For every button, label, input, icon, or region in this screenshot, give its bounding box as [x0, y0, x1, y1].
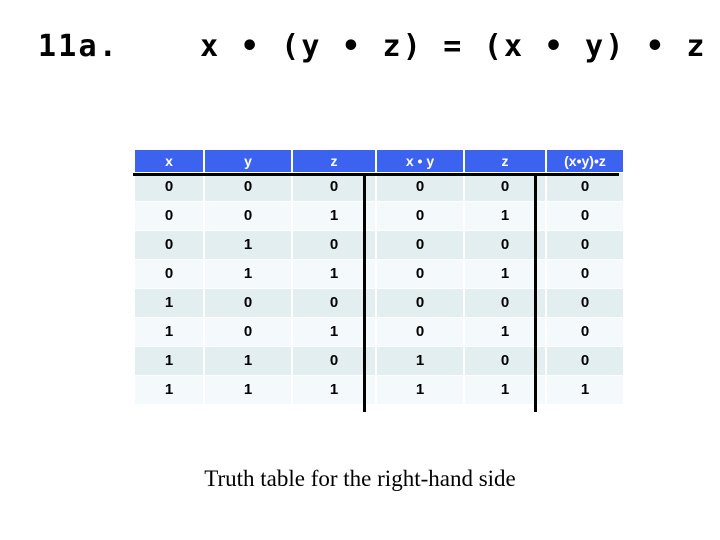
table-row: 0 1 1 0 1 0: [135, 260, 623, 288]
column-header-x-and-y: x • y: [377, 150, 463, 172]
table-cell: 1: [465, 202, 545, 230]
table-cell: 1: [465, 318, 545, 346]
table-cell: 0: [135, 231, 203, 259]
table-cell: 0: [547, 173, 623, 201]
column-header-xy-and-z: (x•y)•z: [547, 150, 623, 172]
table-cell: 0: [293, 173, 375, 201]
table-cell: 1: [135, 318, 203, 346]
table-cell: 0: [465, 231, 545, 259]
table-cell: 0: [377, 231, 463, 259]
table-cell: 0: [547, 202, 623, 230]
table-row: 1 0 1 0 1 0: [135, 318, 623, 346]
slide-title: 11a. x • (y • z) = (x • y) • z: [38, 29, 707, 64]
table-cell: 1: [205, 347, 291, 375]
table-cell: 0: [205, 318, 291, 346]
table-row: 1 1 0 1 0 0: [135, 347, 623, 375]
table-cell: 1: [293, 260, 375, 288]
table-cell: 1: [205, 260, 291, 288]
truth-table-grid: x y z x • y z (x•y)•z 0 0 0 0 0 0 0 0 1 …: [133, 149, 625, 405]
column-header-x: x: [135, 150, 203, 172]
table-cell: 0: [205, 289, 291, 317]
table-cell: 1: [205, 231, 291, 259]
table-cell: 1: [377, 347, 463, 375]
table-cell: 1: [135, 289, 203, 317]
column-separator-rule-2: [534, 176, 537, 412]
table-cell: 0: [293, 347, 375, 375]
table-row: 0 0 1 0 1 0: [135, 202, 623, 230]
table-row: 0 1 0 0 0 0: [135, 231, 623, 259]
table-cell: 1: [377, 376, 463, 404]
table-cell: 0: [377, 260, 463, 288]
truth-table-body: 0 0 0 0 0 0 0 0 1 0 1 0 0 1 0 0 0 0: [135, 173, 623, 404]
column-header-z: z: [293, 150, 375, 172]
table-cell: 1: [293, 376, 375, 404]
table-row: 1 1 1 1 1 1: [135, 376, 623, 404]
table-cell: 0: [377, 173, 463, 201]
table-cell: 0: [377, 202, 463, 230]
truth-table: x y z x • y z (x•y)•z 0 0 0 0 0 0 0 0 1 …: [133, 149, 623, 405]
table-row: 1 0 0 0 0 0: [135, 289, 623, 317]
table-cell: 1: [135, 347, 203, 375]
column-separator-rule-1: [363, 176, 366, 412]
table-cell: 0: [547, 289, 623, 317]
table-cell: 1: [465, 376, 545, 404]
table-cell: 0: [205, 173, 291, 201]
table-cell: 0: [547, 318, 623, 346]
table-row: 0 0 0 0 0 0: [135, 173, 623, 201]
table-cell: 0: [547, 231, 623, 259]
table-cell: 1: [205, 376, 291, 404]
table-cell: 0: [547, 260, 623, 288]
table-cell: 0: [377, 289, 463, 317]
table-cell: 1: [293, 202, 375, 230]
header-underline-rule: [133, 173, 619, 176]
table-cell: 0: [465, 347, 545, 375]
table-cell: 0: [205, 202, 291, 230]
column-header-y: y: [205, 150, 291, 172]
column-header-z-2: z: [465, 150, 545, 172]
table-cell: 1: [293, 318, 375, 346]
table-cell: 0: [547, 347, 623, 375]
table-cell: 1: [465, 260, 545, 288]
truth-table-head: x y z x • y z (x•y)•z: [135, 150, 623, 172]
table-cell: 0: [135, 260, 203, 288]
table-cell: 0: [135, 173, 203, 201]
table-caption: Truth table for the right-hand side: [204, 466, 516, 491]
table-cell: 1: [547, 376, 623, 404]
table-cell: 1: [135, 376, 203, 404]
table-cell: 0: [293, 231, 375, 259]
table-cell: 0: [465, 289, 545, 317]
table-cell: 0: [293, 289, 375, 317]
table-cell: 0: [465, 173, 545, 201]
table-cell: 0: [135, 202, 203, 230]
table-header-row: x y z x • y z (x•y)•z: [135, 150, 623, 172]
table-cell: 0: [377, 318, 463, 346]
